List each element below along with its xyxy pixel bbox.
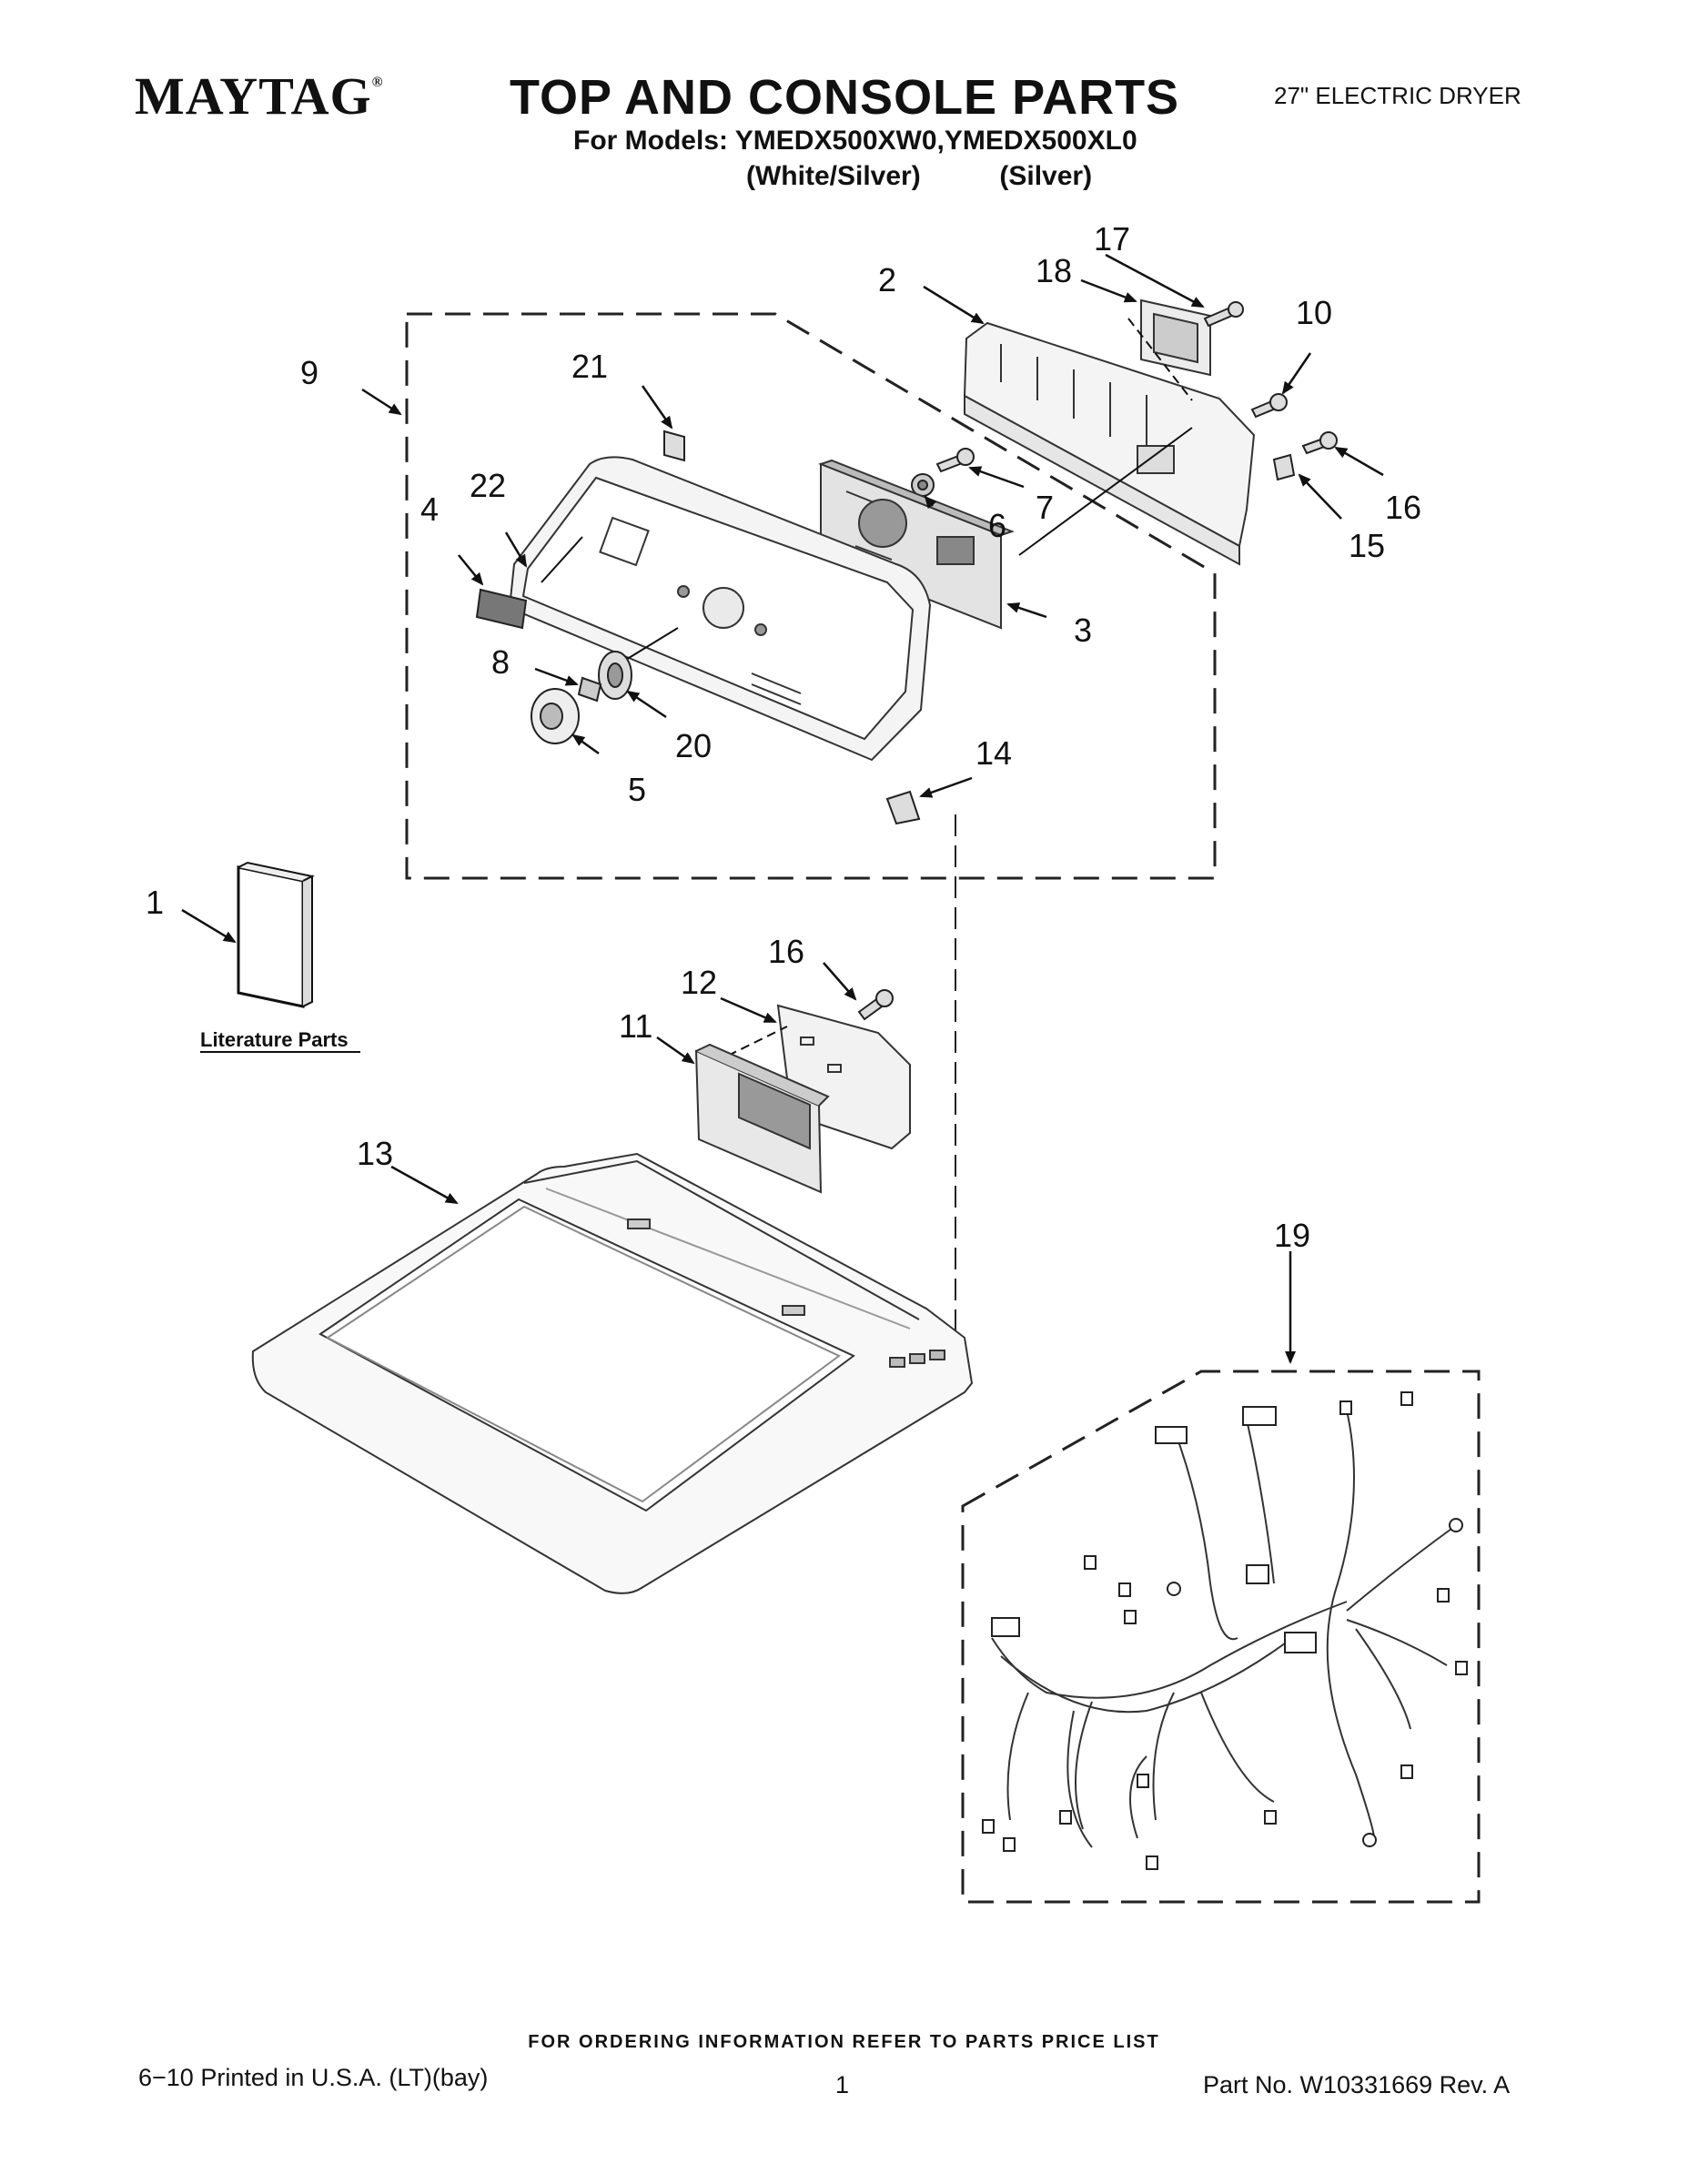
dryer-top <box>251 1152 974 1594</box>
screw-10 <box>1250 393 1288 419</box>
callout-19: 19 <box>1274 1217 1310 1254</box>
callout-11: 11 <box>619 1007 652 1045</box>
screw-7 <box>935 448 975 473</box>
print-info: 6−10 Printed in U.S.A. (LT)(bay) <box>138 2064 489 2091</box>
ui-control-board <box>818 459 1015 630</box>
callout-16-lower: 16 <box>768 933 804 970</box>
clip-21 <box>663 430 685 462</box>
leader-arrows <box>181 253 1384 1364</box>
callout-5: 5 <box>628 771 646 808</box>
console-group-outline <box>405 312 1217 880</box>
callout-17: 17 <box>1094 220 1130 258</box>
display-window <box>475 588 528 630</box>
knob-bezel <box>598 651 632 700</box>
wire-harness <box>991 1410 1452 1848</box>
color-2: (Silver) <box>999 161 1093 191</box>
console-housing <box>508 456 932 762</box>
ordering-info: FOR ORDERING INFORMATION REFER TO PARTS … <box>528 2032 1160 2052</box>
screw-16-lower <box>857 989 894 1021</box>
clip-15 <box>1272 453 1296 481</box>
knob-shaft <box>577 676 602 703</box>
callout-21: 21 <box>571 348 608 385</box>
literature-parts-booklet <box>237 861 316 1008</box>
part-number: Part No. W10331669 Rev. A <box>1203 2071 1511 2098</box>
product-label: 27" ELECTRIC DRYER <box>1274 82 1521 109</box>
screw-17 <box>1203 301 1244 328</box>
main-control-board <box>694 1043 830 1194</box>
literature-parts-label: Literature Parts <box>200 1028 349 1051</box>
callout-10: 10 <box>1296 294 1332 331</box>
callout-16-console: 16 <box>1385 489 1421 526</box>
page-title: TOP AND CONSOLE PARTS <box>510 70 1180 125</box>
callout-1: 1 <box>146 884 164 921</box>
callout-2: 2 <box>878 261 896 298</box>
callout-9: 9 <box>300 354 318 391</box>
color-variants: (White/Silver) (Silver) <box>746 161 1092 192</box>
callout-4: 4 <box>420 490 439 528</box>
callout-14: 14 <box>975 734 1012 772</box>
callout-3: 3 <box>1074 612 1092 649</box>
harness-connectors <box>982 1391 1468 1870</box>
clip-14 <box>885 790 921 825</box>
callout-18: 18 <box>1036 252 1072 289</box>
wire-harness-group-outline <box>961 1370 1481 1904</box>
color-1: (White/Silver) <box>746 161 921 191</box>
callout-7: 7 <box>1036 489 1054 526</box>
screw-16-console <box>1301 431 1338 455</box>
bracket <box>1140 298 1211 377</box>
knob <box>531 688 580 744</box>
callout-12: 12 <box>681 964 717 1001</box>
callout-15: 15 <box>1349 527 1385 564</box>
brand-logo: MAYTAG® <box>135 66 384 126</box>
console-rear-panel <box>963 321 1256 566</box>
page-number: 1 <box>835 2071 850 2098</box>
callout-8: 8 <box>491 643 510 681</box>
models-line: For Models: YMEDX500XW0,YMEDX500XL0 <box>573 126 1137 156</box>
callout-22: 22 <box>470 467 506 504</box>
callout-13: 13 <box>357 1135 393 1172</box>
callout-20: 20 <box>675 727 712 764</box>
callout-6: 6 <box>988 507 1006 544</box>
